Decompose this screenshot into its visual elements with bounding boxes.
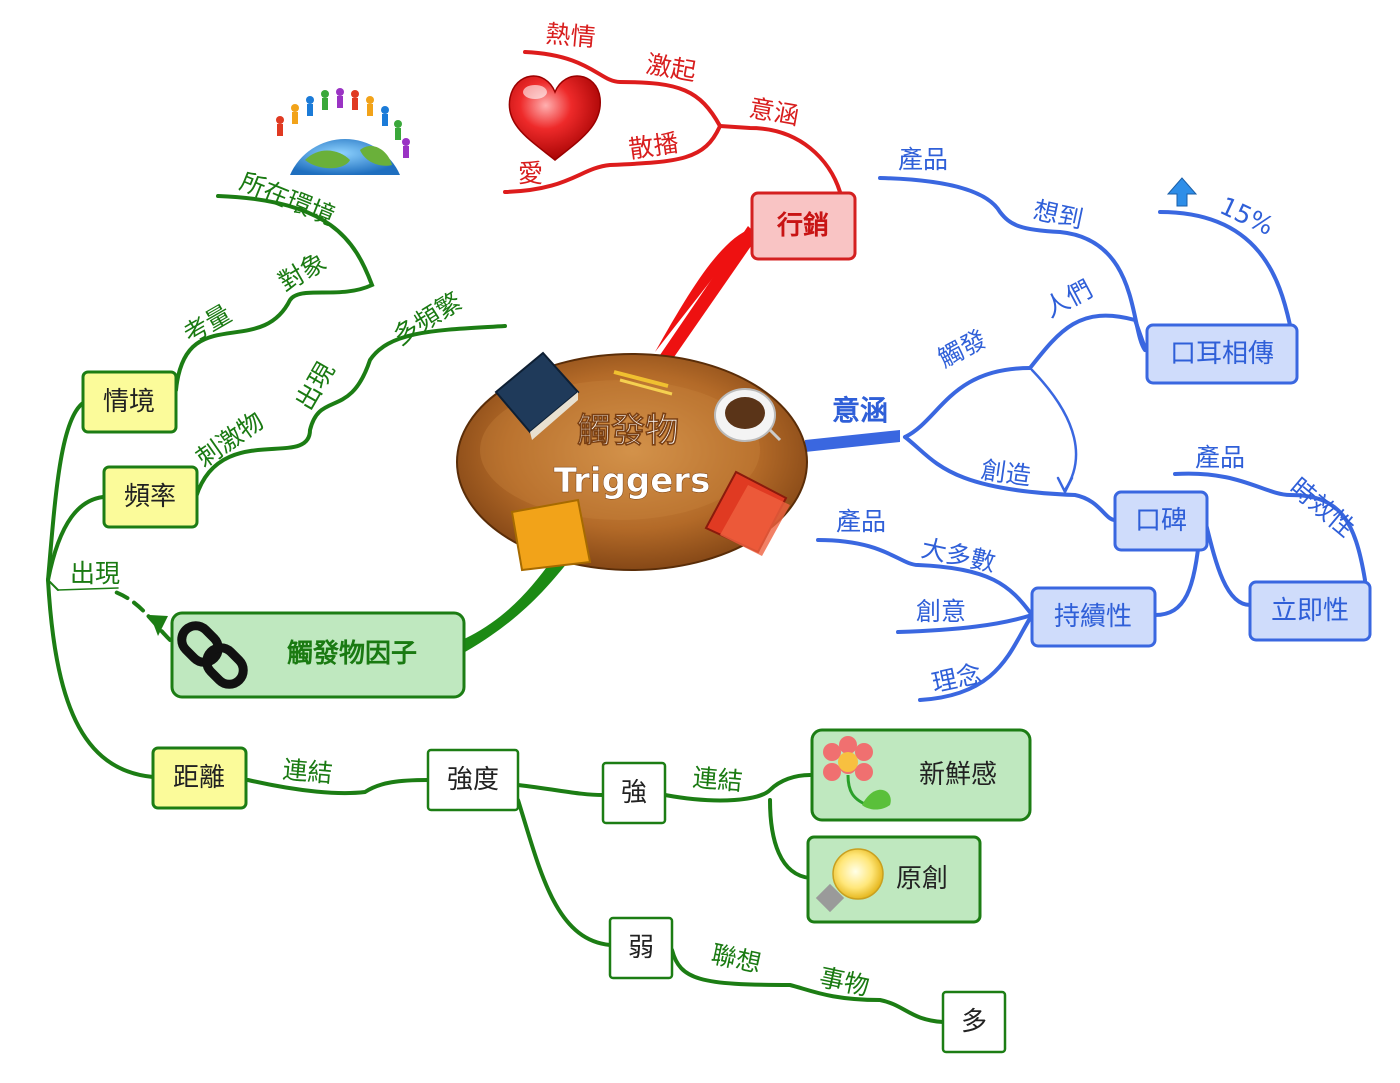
label-connect: 連結	[281, 755, 333, 788]
label-love: 愛	[518, 159, 543, 188]
label-creativity: 創意	[916, 597, 966, 626]
central-title: 觸發物	[577, 411, 679, 451]
label-spread: 散播	[627, 128, 681, 164]
red-book-icon	[704, 470, 790, 556]
marketing-connectors	[503, 50, 842, 360]
label-appear2: 出現	[290, 357, 340, 415]
label-consider: 考量	[179, 299, 237, 349]
marketing-topic[interactable]: 行銷	[750, 191, 857, 261]
notebook-icon	[510, 498, 592, 572]
frequency-topic[interactable]: 頻率	[102, 465, 199, 529]
intensity-label: 強度	[447, 765, 499, 795]
label-trigger: 觸發	[933, 324, 991, 373]
weak-topic[interactable]: 弱	[608, 916, 674, 980]
label-associate: 聯想	[709, 940, 764, 979]
koubei-topic[interactable]: 口碑	[1113, 490, 1209, 552]
label-product2: 產品	[1195, 443, 1245, 472]
label-target: 對象	[274, 247, 332, 297]
arrow-up-icon	[1166, 177, 1198, 207]
original-topic[interactable]: 原創	[806, 835, 982, 924]
strong-label: 強	[621, 778, 647, 808]
koubei-label: 口碑	[1135, 506, 1187, 536]
immediacy-topic[interactable]: 立即性	[1248, 580, 1372, 642]
label-idea: 理念	[929, 659, 984, 698]
label-passion: 熱情	[544, 19, 596, 52]
flower-icon	[823, 736, 891, 810]
label-arouse: 激起	[644, 49, 698, 86]
label-pct: 15%	[1215, 191, 1278, 241]
label-product3: 產品	[836, 507, 886, 536]
factors-title: 觸發物因子	[287, 639, 417, 669]
meaning-connectors	[805, 176, 1367, 702]
freshness-topic[interactable]: 新鮮感	[810, 728, 1032, 822]
label-meaning: 意涵	[747, 93, 801, 130]
link-icon	[177, 621, 248, 689]
sustain-topic[interactable]: 持續性	[1030, 586, 1157, 648]
lightbulb-icon	[815, 848, 884, 913]
central-topic[interactable]: 觸發物 Triggers	[456, 351, 808, 572]
sustain-label: 持續性	[1054, 602, 1132, 632]
earth-people-icon	[276, 88, 410, 175]
label-product: 產品	[898, 145, 948, 174]
freshness-label: 新鮮感	[919, 760, 997, 790]
heart-icon	[508, 75, 601, 161]
immediacy-label: 立即性	[1271, 596, 1349, 626]
distance-label: 距離	[173, 763, 225, 793]
label-appear: 出現	[70, 559, 120, 588]
label-create: 創造	[979, 455, 1033, 491]
many-topic[interactable]: 多	[941, 990, 1007, 1054]
factors-connectors	[46, 194, 945, 1024]
pencil-icon	[613, 370, 673, 396]
distance-topic[interactable]: 距離	[151, 746, 248, 810]
meaning-title[interactable]: 意涵	[832, 394, 888, 427]
context-label: 情境	[103, 387, 155, 417]
label-stimulus: 刺激物	[191, 406, 269, 473]
label-environment: 所在環境	[236, 167, 340, 231]
weak-label: 弱	[628, 933, 654, 963]
strong-topic[interactable]: 強	[601, 761, 667, 825]
book-icon	[494, 351, 580, 440]
label-timeliness: 時效性	[1284, 472, 1360, 542]
original-label: 原創	[896, 864, 948, 894]
intensity-topic[interactable]: 強度	[426, 748, 520, 812]
coffee-cup-icon	[714, 388, 782, 442]
label-frequent: 多頻繁	[388, 287, 467, 351]
context-topic[interactable]: 情境	[81, 370, 178, 434]
factors-topic[interactable]: 觸發物因子	[170, 611, 466, 699]
label-connect2: 連結	[691, 763, 743, 796]
central-subtitle: Triggers	[554, 461, 711, 501]
wom-label: 口耳相傳	[1170, 339, 1274, 369]
many-label: 多	[961, 1007, 987, 1037]
frequency-label: 頻率	[124, 482, 176, 512]
wom-topic[interactable]: 口耳相傳	[1145, 323, 1299, 385]
marketing-title: 行銷	[776, 210, 829, 241]
